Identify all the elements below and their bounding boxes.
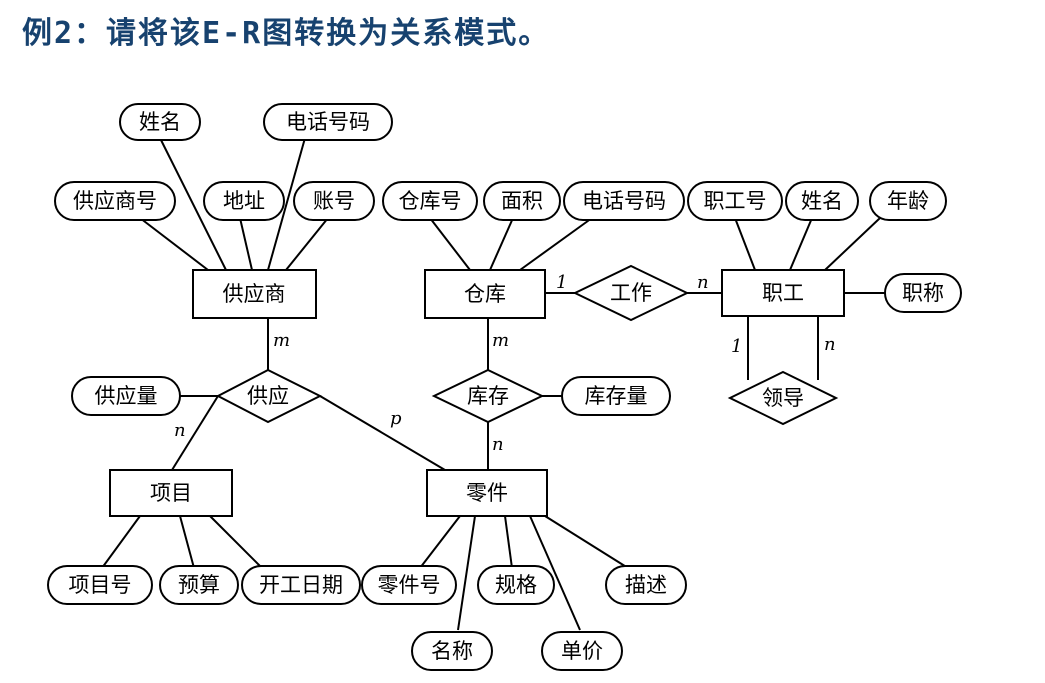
svg-text:供应商号: 供应商号	[73, 189, 157, 213]
attr-part-name: 名称	[411, 631, 493, 671]
edge-warehouse-phone	[519, 217, 593, 271]
edge-project-id	[101, 515, 141, 569]
edge-supplier-address	[239, 217, 253, 271]
edge-supplier-account	[285, 217, 329, 271]
svg-text:仓库号: 仓库号	[399, 189, 462, 213]
edge-employee-id	[734, 217, 756, 271]
svg-text:描述: 描述	[625, 573, 667, 597]
edge-part-price	[529, 515, 581, 631]
attr-supply-quantity: 供应量	[71, 376, 181, 416]
relationship-lead: 领导	[727, 370, 839, 426]
edge-supply-project	[171, 395, 219, 471]
svg-text:预算: 预算	[178, 573, 220, 597]
entity-supplier: 供应商	[192, 269, 317, 319]
card-lead-n: n	[824, 334, 836, 355]
attr-project-budget: 预算	[159, 565, 239, 605]
svg-text:零件号: 零件号	[378, 573, 441, 597]
svg-text:项目号: 项目号	[69, 573, 132, 597]
svg-text:地址: 地址	[223, 189, 265, 213]
edge-project-start	[209, 515, 263, 569]
attr-project-id: 项目号	[47, 565, 153, 605]
attr-stock-quantity: 库存量	[561, 376, 671, 416]
entity-supplier-label: 供应商	[223, 282, 286, 306]
svg-text:库存量: 库存量	[585, 384, 648, 408]
entity-employee: 职工	[721, 269, 845, 317]
attr-supplier-name: 姓名	[119, 103, 201, 141]
entity-part-label: 零件	[466, 481, 508, 505]
attr-supplier-id: 供应商号	[54, 181, 176, 221]
svg-text:账号: 账号	[313, 189, 355, 213]
entity-employee-label: 职工	[762, 281, 804, 305]
svg-text:职称: 职称	[902, 281, 944, 305]
attr-employee-id: 职工号	[687, 181, 783, 221]
page-title: 例2：请将该E-R图转换为关系模式。	[22, 16, 551, 51]
edge-employee-age	[824, 217, 881, 271]
edge-employee-name	[789, 217, 813, 271]
entity-part: 零件	[426, 469, 548, 517]
svg-text:年龄: 年龄	[887, 189, 929, 213]
attr-employee-name: 姓名	[785, 181, 859, 221]
card-supplier-supply: m	[273, 330, 290, 351]
edges	[101, 137, 888, 631]
svg-text:规格: 规格	[495, 573, 537, 597]
attr-supplier-address: 地址	[203, 181, 285, 221]
edge-part-spec	[504, 515, 513, 569]
card-work-employee: n	[697, 272, 709, 293]
svg-text:姓名: 姓名	[139, 110, 181, 134]
edge-warehouse-id	[429, 217, 471, 271]
attr-warehouse-phone: 电话号码	[563, 181, 685, 221]
attr-part-spec: 规格	[477, 565, 555, 605]
attr-employee-age: 年龄	[869, 181, 947, 221]
svg-text:姓名: 姓名	[801, 189, 843, 213]
svg-text:单价: 单价	[561, 639, 603, 663]
svg-text:面积: 面积	[501, 189, 543, 213]
attr-part-desc: 描述	[605, 565, 687, 605]
relationship-work-label: 工作	[610, 281, 652, 305]
relationship-stock-label: 库存	[467, 384, 509, 408]
svg-text:电话号码: 电话号码	[286, 110, 370, 134]
edge-supplier-phone	[267, 137, 306, 271]
relationship-work: 工作	[572, 264, 690, 322]
svg-text:职工号: 职工号	[704, 189, 767, 213]
relationship-supply: 供应	[215, 368, 323, 424]
edge-supply-part	[319, 395, 446, 471]
svg-text:供应量: 供应量	[95, 384, 158, 408]
card-warehouse-work: 1	[556, 272, 567, 293]
attr-warehouse-id: 仓库号	[382, 181, 478, 221]
entity-project-label: 项目	[150, 481, 192, 505]
attr-employee-title: 职称	[884, 273, 962, 313]
card-supply-project: n	[174, 420, 186, 441]
edge-part-name	[457, 515, 476, 631]
card-stock-part: n	[492, 434, 504, 455]
edge-supplier-id	[139, 217, 209, 271]
relationship-supply-label: 供应	[247, 384, 289, 408]
entity-warehouse-label: 仓库	[464, 282, 506, 306]
attr-warehouse-area: 面积	[483, 181, 561, 221]
entity-warehouse: 仓库	[424, 269, 546, 319]
svg-text:名称: 名称	[431, 639, 473, 663]
relationship-stock: 库存	[431, 368, 545, 424]
card-lead-1: 1	[731, 336, 742, 357]
relationship-lead-label: 领导	[762, 386, 804, 410]
attr-supplier-phone: 电话号码	[263, 103, 393, 141]
card-supply-part: p	[390, 408, 402, 429]
edge-part-id	[419, 515, 461, 569]
card-warehouse-stock: m	[492, 330, 509, 351]
attr-part-price: 单价	[541, 631, 623, 671]
edge-supplier-name	[159, 137, 227, 271]
attr-supplier-account: 账号	[293, 181, 375, 221]
edge-warehouse-area	[489, 217, 514, 271]
attr-project-start-date: 开工日期	[241, 565, 361, 605]
entity-project: 项目	[109, 469, 233, 517]
edge-project-budget	[179, 515, 195, 569]
attr-part-id: 零件号	[361, 565, 457, 605]
svg-text:电话号码: 电话号码	[582, 189, 666, 213]
svg-text:开工日期: 开工日期	[259, 573, 343, 597]
edge-part-desc	[544, 515, 629, 569]
